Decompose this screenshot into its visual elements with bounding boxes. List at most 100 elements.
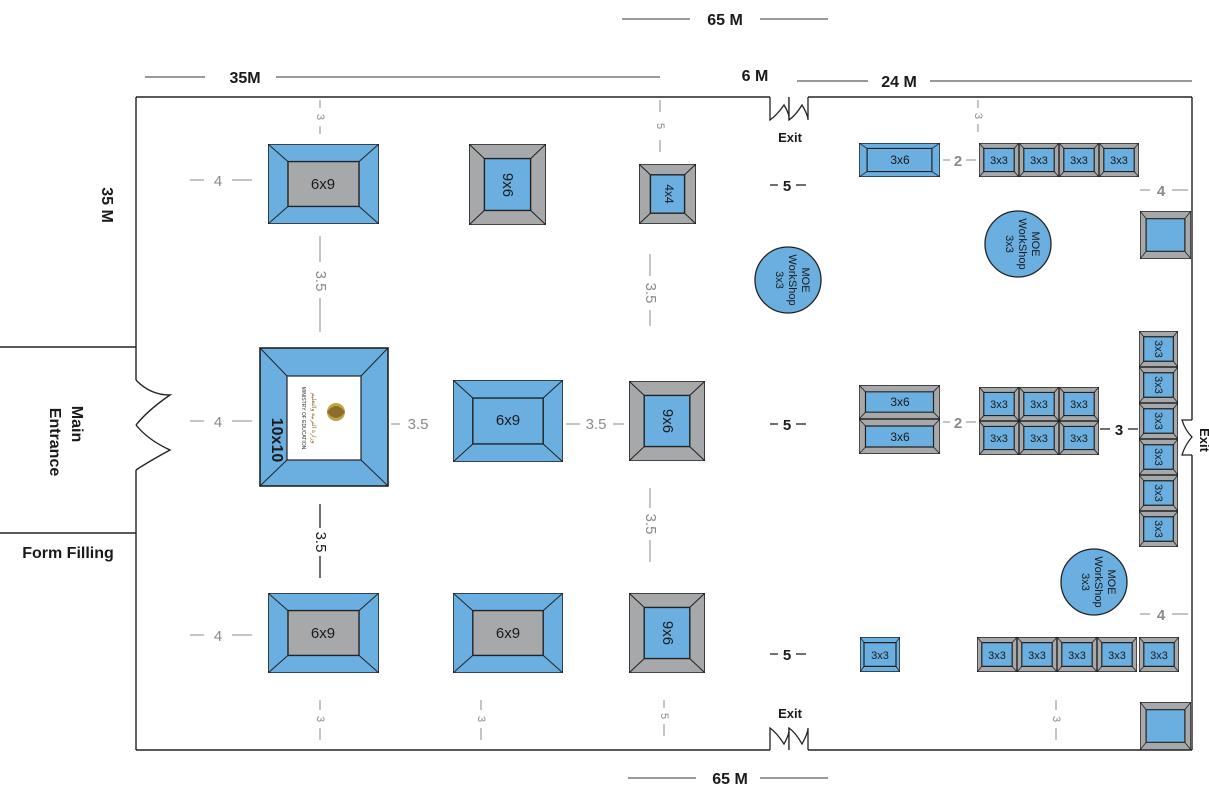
booth-3x3-top-4[interactable]: 3x3 bbox=[1099, 143, 1139, 177]
booth-3x3-top-1[interactable]: 3x3 bbox=[979, 143, 1019, 177]
svg-text:5: 5 bbox=[783, 417, 791, 434]
booth-3x3-bottom-2[interactable]: 3x3 bbox=[1017, 637, 1057, 672]
svg-text:5: 5 bbox=[783, 178, 791, 195]
booth-3x3-mid-r1c1[interactable]: 3x3 bbox=[979, 387, 1019, 421]
exit-right[interactable]: Exit bbox=[1181, 419, 1209, 456]
main-entrance-label-2: Entrance bbox=[46, 408, 63, 477]
svg-text:4: 4 bbox=[214, 173, 222, 190]
booth-3x3-mid-r2c3[interactable]: 3x3 bbox=[1059, 421, 1099, 455]
booth-3x3-wall-1[interactable]: 3x3 bbox=[1139, 331, 1178, 367]
gap-labels: 3 5 4 3.5 3.5 4 3.5 3.5 3.5 3.5 4 3 3 5 … bbox=[214, 113, 1166, 722]
booth-label: 3x3 bbox=[988, 650, 1006, 662]
booth-label: 9x6 bbox=[659, 409, 676, 433]
gap-markers-right bbox=[943, 159, 1188, 615]
booth-label: 3x6 bbox=[890, 430, 910, 444]
workshop-bottom-right[interactable]: MOE WorkShop 3x3 bbox=[1060, 548, 1128, 616]
booth-label: 3x3 bbox=[1152, 448, 1164, 466]
svg-text:3: 3 bbox=[1050, 716, 1062, 722]
dimension-right-section: 24 M bbox=[797, 74, 1192, 91]
svg-text:3: 3 bbox=[972, 113, 984, 119]
booth-label: 3x6 bbox=[890, 395, 910, 409]
booth-3x3-bottom-5[interactable]: 3x3 bbox=[1139, 637, 1179, 672]
gap-markers-black bbox=[319, 184, 1138, 655]
booth-label: 3x3 bbox=[1068, 650, 1086, 662]
booth-label: 6x9 bbox=[311, 625, 335, 642]
svg-text:4: 4 bbox=[1157, 183, 1166, 200]
booth-label: 3x3 bbox=[990, 155, 1008, 167]
booth-6x9-r1c1[interactable]: 6x9 bbox=[268, 144, 379, 224]
svg-text:3: 3 bbox=[1115, 422, 1123, 439]
booth-3x6-mid-1[interactable]: 3x6 bbox=[859, 385, 940, 419]
ministry-logo: وزارة التربية والتعليم MINISTRY OF EDUCA… bbox=[300, 387, 345, 450]
booth-3x3-mid-r2c1[interactable]: 3x3 bbox=[979, 421, 1019, 455]
booth-3x3-mid-r1c2[interactable]: 3x3 bbox=[1019, 387, 1059, 421]
booth-3x3-top-3[interactable]: 3x3 bbox=[1059, 143, 1099, 177]
svg-text:3: 3 bbox=[314, 716, 326, 722]
booth-3x3-bottom-1[interactable]: 3x3 bbox=[977, 637, 1017, 672]
booth-label: 3x3 bbox=[1030, 399, 1048, 411]
booth-6x9-r2c2[interactable]: 6x9 bbox=[453, 380, 563, 462]
booth-3x3-mid-r1c3[interactable]: 3x3 bbox=[1059, 387, 1099, 421]
booth-3x3-top-2[interactable]: 3x3 bbox=[1019, 143, 1059, 177]
svg-text:3.5: 3.5 bbox=[642, 514, 659, 535]
workshop-top-right[interactable]: MOE WorkShop 3x3 bbox=[984, 210, 1052, 278]
workshop-left[interactable]: MOE WorkShop 3x3 bbox=[754, 246, 822, 314]
booth-3x3-wall-5[interactable]: 3x3 bbox=[1139, 475, 1178, 511]
form-filling-label: Form Filling bbox=[22, 545, 114, 562]
booth-label: 4x4 bbox=[662, 184, 676, 204]
dimension-left-section: 35M bbox=[145, 70, 660, 87]
svg-text:2: 2 bbox=[954, 415, 962, 432]
svg-text:3: 3 bbox=[314, 114, 326, 120]
svg-text:3.5: 3.5 bbox=[312, 532, 329, 553]
middle-section-label: 6 M bbox=[742, 68, 769, 85]
exit-bottom-label: Exit bbox=[778, 706, 803, 721]
booth-label: 6x9 bbox=[496, 625, 520, 642]
booth-3x6-mid-2[interactable]: 3x6 bbox=[859, 419, 940, 454]
svg-text:3.5: 3.5 bbox=[642, 283, 659, 304]
workshop-label: MOE bbox=[1029, 231, 1041, 256]
booth-label: 3x3 bbox=[1070, 399, 1088, 411]
booth-6x9-r3c2[interactable]: 6x9 bbox=[453, 593, 563, 673]
booth-9x6-r1c2[interactable]: 9x6 bbox=[469, 144, 546, 225]
booth-3x3-wall-6[interactable]: 3x3 bbox=[1139, 511, 1178, 547]
booth-3x3-bottom-4[interactable]: 3x3 bbox=[1097, 637, 1137, 672]
svg-text:3.5: 3.5 bbox=[586, 416, 607, 433]
booth-4x4[interactable]: 4x4 bbox=[639, 164, 696, 224]
booth-3x3-wall-2[interactable]: 3x3 bbox=[1139, 367, 1178, 403]
booth-3x6-top[interactable]: 3x6 bbox=[859, 143, 940, 177]
svg-text:5: 5 bbox=[783, 647, 791, 664]
workshop-label: WorkShop bbox=[1092, 556, 1104, 607]
main-entrance[interactable]: Main Entrance bbox=[46, 379, 173, 477]
svg-text:4: 4 bbox=[214, 628, 222, 645]
left-section-label: 35M bbox=[229, 70, 260, 87]
booth-3x3-wall-4[interactable]: 3x3 bbox=[1139, 439, 1178, 475]
booth-3x3-bottom-3[interactable]: 3x3 bbox=[1057, 637, 1097, 672]
booth-corner-top-right[interactable] bbox=[1140, 211, 1191, 259]
booth-label: 3x3 bbox=[1070, 433, 1088, 445]
svg-text:2: 2 bbox=[954, 153, 962, 170]
booth-9x6-r3c3[interactable]: 9x6 bbox=[629, 593, 705, 673]
booth-label: 3x3 bbox=[1028, 650, 1046, 662]
booth-9x6-r2c3[interactable]: 9x6 bbox=[629, 381, 705, 461]
booth-3x3-bottom-single[interactable]: 3x3 bbox=[860, 637, 900, 672]
exit-top[interactable]: Exit bbox=[769, 97, 809, 145]
booth-label: 9x6 bbox=[499, 173, 516, 197]
booth-6x9-r3c1[interactable]: 6x9 bbox=[268, 593, 379, 673]
booth-3x3-wall-3[interactable]: 3x3 bbox=[1139, 403, 1178, 439]
logo-english: MINISTRY OF EDUCATION bbox=[300, 387, 306, 450]
workshop-label: MOE bbox=[1105, 569, 1117, 594]
svg-text:5: 5 bbox=[654, 123, 666, 129]
booth-3x3-mid-r2c2[interactable]: 3x3 bbox=[1019, 421, 1059, 455]
dimension-bottom-total: 65 M bbox=[628, 771, 828, 788]
exit-bottom[interactable]: Exit bbox=[769, 706, 809, 750]
dimension-top-total: 65 M bbox=[622, 12, 828, 29]
exit-right-label: Exit bbox=[1197, 428, 1209, 453]
dimension-height: 35 M bbox=[98, 187, 115, 223]
booth-label: 3x3 bbox=[1030, 155, 1048, 167]
svg-text:3: 3 bbox=[475, 716, 487, 722]
booth-label: 3x3 bbox=[990, 433, 1008, 445]
booth-10x10[interactable]: وزارة التربية والتعليم MINISTRY OF EDUCA… bbox=[259, 347, 389, 487]
workshop-label: MOE bbox=[799, 267, 811, 292]
booth-corner-bottom-right[interactable] bbox=[1140, 702, 1191, 750]
